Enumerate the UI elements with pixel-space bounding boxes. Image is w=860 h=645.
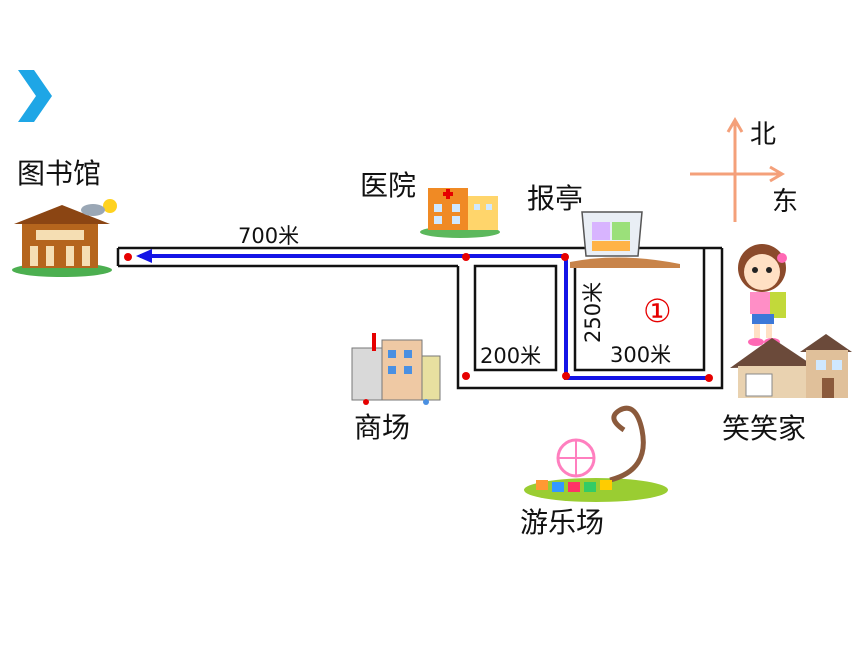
shopping-mall-icon [351, 333, 441, 405]
place-park-label: 游乐场 [520, 506, 604, 539]
amusement-park-icon [524, 405, 668, 502]
route-line [140, 254, 710, 380]
point-mall [462, 372, 470, 380]
point-hospital [462, 253, 470, 261]
compass-east-label: 东 [772, 187, 798, 217]
library-building-icon [12, 199, 117, 277]
point-library [124, 253, 132, 261]
distance-250-label: 250米 [581, 282, 605, 343]
route-path [136, 249, 710, 380]
road-loop-outer [456, 248, 724, 390]
place-home-label: 笑笑家 [722, 412, 806, 445]
distance-300-label: 300米 [610, 343, 671, 367]
hospital-building-icon [420, 188, 500, 238]
route-number-label: ① [643, 292, 672, 330]
road-loop-inner [473, 264, 558, 372]
point-home [705, 374, 713, 382]
point-park [562, 372, 570, 380]
distance-700-label: 700米 [238, 224, 299, 248]
place-kiosk-label: 报亭 [527, 182, 583, 215]
route-arrow-head [136, 249, 152, 263]
road-network [116, 246, 724, 390]
compass-north-label: 北 [750, 120, 776, 150]
compass [690, 117, 785, 222]
place-hospital-label: 医院 [360, 169, 416, 202]
distance-200-label: 200米 [480, 344, 541, 368]
home-house-icon [730, 334, 852, 398]
place-mall-label: 商场 [354, 411, 410, 444]
chevron-right-icon [18, 70, 52, 122]
road-points [124, 253, 713, 382]
girl-character-icon [738, 244, 787, 346]
place-library-label: 图书馆 [17, 157, 101, 190]
news-kiosk-icon [570, 211, 680, 268]
point-kiosk [561, 253, 569, 261]
road-right-inner [573, 248, 706, 372]
